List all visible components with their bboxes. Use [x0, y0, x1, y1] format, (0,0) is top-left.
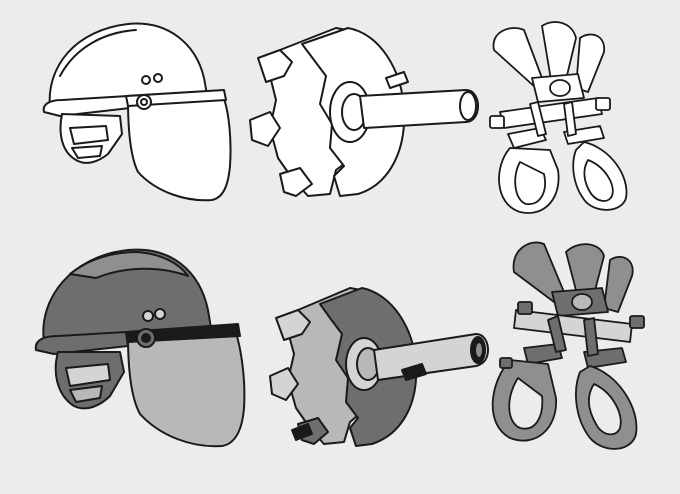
harness-shaded — [480, 232, 660, 472]
router-bit-shaded — [262, 282, 497, 450]
helmet-line-art — [36, 16, 246, 211]
harness-line-art — [480, 16, 650, 231]
helmet-icon — [34, 248, 246, 448]
harness-icon — [491, 241, 645, 450]
helmet-shaded — [30, 246, 255, 456]
router-bit-icon — [269, 287, 489, 447]
router-bit-icon — [249, 27, 479, 197]
router-bit-line-art — [240, 20, 485, 205]
helmet-icon — [42, 22, 232, 202]
harness-icon — [489, 21, 628, 214]
